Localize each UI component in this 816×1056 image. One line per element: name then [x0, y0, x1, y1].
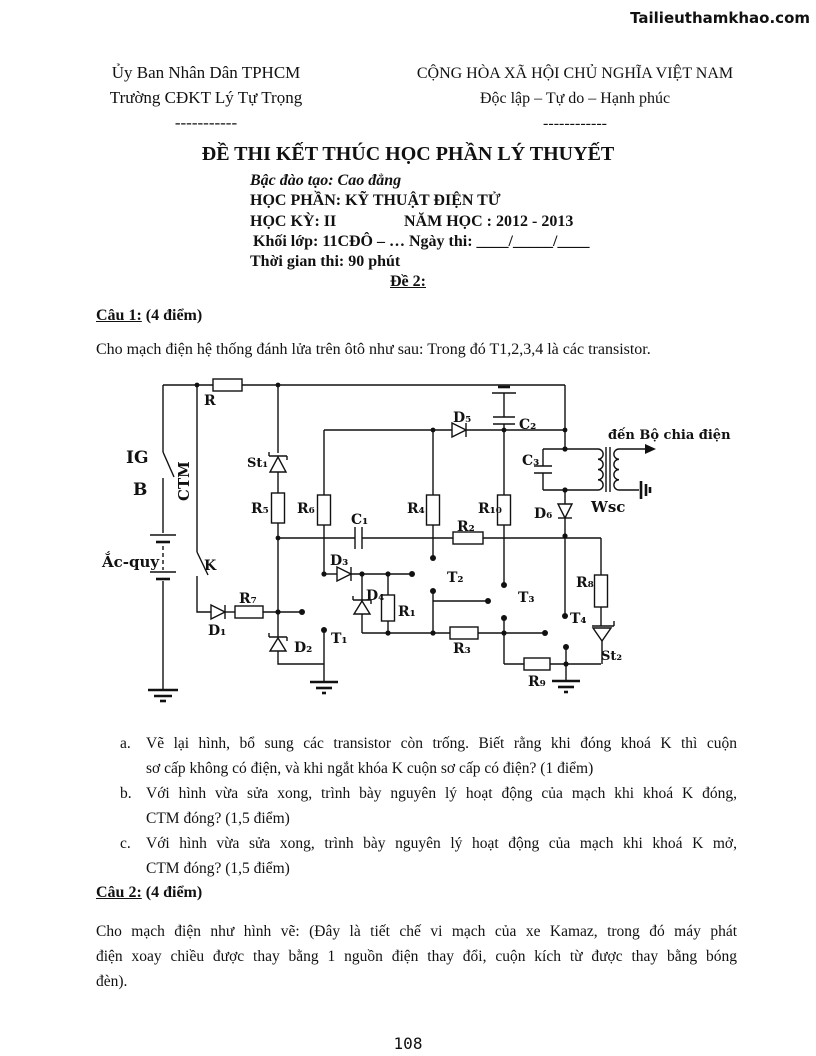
resistor-r	[212, 378, 243, 392]
label-battery: Ắc-quy	[101, 551, 160, 571]
question2-heading: Câu 2:	[96, 884, 142, 901]
label-r5: R₅	[251, 501, 269, 517]
circuit-wires	[148, 384, 652, 703]
label-c3: C₃	[522, 453, 539, 469]
question2-line1: Cho mạch điện như hình vẽ: (Đây là tiết …	[96, 923, 737, 940]
junction-dots	[194, 382, 569, 667]
label-st1: St₁	[247, 456, 268, 471]
question1-heading-row: Câu 1: (4 điểm)	[96, 307, 202, 325]
page-number: 108	[393, 1034, 423, 1053]
label-d4: D₄	[366, 588, 384, 604]
header-right-line2: Độc lập – Tự do – Hạnh phúc	[479, 90, 671, 107]
resistor-r5	[270, 492, 286, 524]
item-b-marker: b.	[120, 785, 132, 802]
label-d2: D₂	[294, 640, 312, 656]
label-wsc: Wsc	[590, 498, 625, 516]
question1-intro: Cho mạch điện hệ thống đánh lửa trên ôtô…	[96, 341, 651, 358]
resistor-r6	[316, 494, 332, 526]
exam-number-wrap: Đề 2:	[88, 272, 728, 292]
exam-number: Đề 2:	[390, 273, 426, 290]
distributor-arrowhead	[645, 444, 656, 454]
education-level: Bậc đào tạo: Cao đẳng	[250, 172, 402, 189]
label-d5: D₅	[453, 410, 471, 426]
diodes	[210, 421, 615, 652]
item-a-marker: a.	[120, 735, 131, 752]
label-r4: R₄	[407, 501, 425, 517]
question1-heading: Câu 1:	[96, 307, 142, 324]
item-c-line2: CTM đóng? (1,5 điểm)	[146, 860, 290, 877]
resistor-r10	[496, 494, 512, 526]
label-r3: R₃	[453, 641, 471, 657]
label-r1: R₁	[398, 604, 416, 620]
subject-line: HỌC PHẦN: KỸ THUẬT ĐIỆN TỬ	[250, 192, 501, 209]
label-r2: R₂	[457, 519, 475, 535]
item-a-line2: sơ cấp không có điện, và khi ngắt khóa K…	[146, 760, 594, 777]
label-t4: T₄	[570, 611, 587, 627]
header-left: Ủy Ban Nhân Dân TPHCM Trường CĐKT Lý Tự …	[94, 60, 318, 135]
class-and-date-line: Khối lớp: 11CĐÔ – … Ngày thi: ____/_____…	[253, 233, 590, 250]
label-d6: D₆	[534, 506, 552, 522]
question2-line2: điện xoay chiều được thay bằng 1 nguồn đ…	[96, 948, 737, 965]
item-c-marker: c.	[120, 835, 131, 852]
resistor-r9	[523, 657, 551, 671]
label-b: B	[133, 480, 147, 500]
resistor-r8	[593, 574, 609, 608]
label-r6: R₆	[297, 501, 315, 517]
question1-points: (4 điểm)	[141, 307, 203, 324]
label-ctm: CTM	[175, 461, 193, 501]
item-c-line1: Với hình vừa sửa xong, trình bày nguyên …	[146, 835, 737, 852]
label-d1: D₁	[208, 623, 226, 639]
diode-d3	[336, 565, 353, 583]
label-st2: St₂	[601, 649, 622, 664]
question2-line3: đèn).	[96, 973, 128, 990]
header-left-line2: Trường CĐKT Lý Tự Trọng	[109, 88, 303, 107]
label-r: R	[204, 393, 216, 409]
label-k: K	[204, 558, 217, 574]
resistor-r1	[380, 594, 396, 622]
header-right-line1: CỘNG HÒA XÃ HỘI CHỦ NGHĨA VIỆT NAM	[416, 65, 734, 82]
site-watermark: Tailieuthamkhao.com	[630, 9, 810, 27]
ignition-circuit-diagram: R IG B CTM Ắc-quy K D₁ R₇ D₂ T₁ St₁ R₅ R…	[101, 378, 731, 703]
header-left-line1: Ủy Ban Nhân Dân TPHCM	[111, 63, 301, 82]
diode-d1	[210, 603, 227, 621]
header-right: CỘNG HÒA XÃ HỘI CHỦ NGHĨA VIỆT NAM Độc l…	[408, 61, 742, 136]
zener-st1	[268, 452, 288, 473]
label-t2: T₂	[447, 570, 464, 586]
label-t1: T₁	[331, 631, 348, 647]
label-d3: D₃	[330, 553, 348, 569]
circuit-labels: R IG B CTM Ắc-quy K D₁ R₇ D₂ T₁ St₁ R₅ R…	[101, 393, 731, 690]
resistor-r7	[234, 605, 264, 619]
label-r8: R₈	[576, 575, 594, 591]
school-year-label: NĂM HỌC : 2012 - 2013	[404, 213, 574, 230]
label-to-distributor: đến Bộ chia điện	[608, 427, 731, 443]
label-r10: R₁₀	[478, 501, 502, 517]
item-b-line2: CTM đóng? (1,5 điểm)	[146, 810, 290, 827]
semester-label: HỌC KỲ: II	[250, 213, 337, 230]
resistor-r3	[449, 626, 479, 640]
resistor-boxes	[212, 378, 609, 671]
label-r7: R₇	[239, 591, 257, 607]
item-a-line1: Vẽ lại hình, bổ sung các transistor còn …	[146, 735, 737, 752]
diode-d6	[556, 503, 574, 520]
item-b-line1: Với hình vừa sửa xong, trình bày nguyên …	[146, 785, 737, 802]
question2-points: (4 điểm)	[141, 884, 203, 901]
duration-line: Thời gian thi: 90 phút	[250, 253, 401, 270]
zener-d2	[268, 633, 288, 652]
label-t3: T₃	[518, 590, 535, 606]
diode-d5	[451, 421, 468, 439]
zener-st2	[591, 621, 615, 643]
label-r9: R₉	[528, 674, 546, 690]
resistor-r4	[425, 494, 441, 526]
question2-heading-row: Câu 2: (4 điểm)	[96, 884, 202, 902]
label-c1: C₁	[351, 512, 368, 528]
label-c2: C₂	[519, 417, 536, 433]
exam-title: ĐỀ THI KẾT THÚC HỌC PHẦN LÝ THUYẾT	[201, 143, 615, 165]
header-right-dashes: ------------	[543, 115, 607, 132]
zener-d4	[352, 596, 372, 615]
header-left-dashes: -----------	[174, 113, 238, 132]
resistor-r2	[452, 531, 484, 545]
label-ig: IG	[126, 448, 148, 468]
